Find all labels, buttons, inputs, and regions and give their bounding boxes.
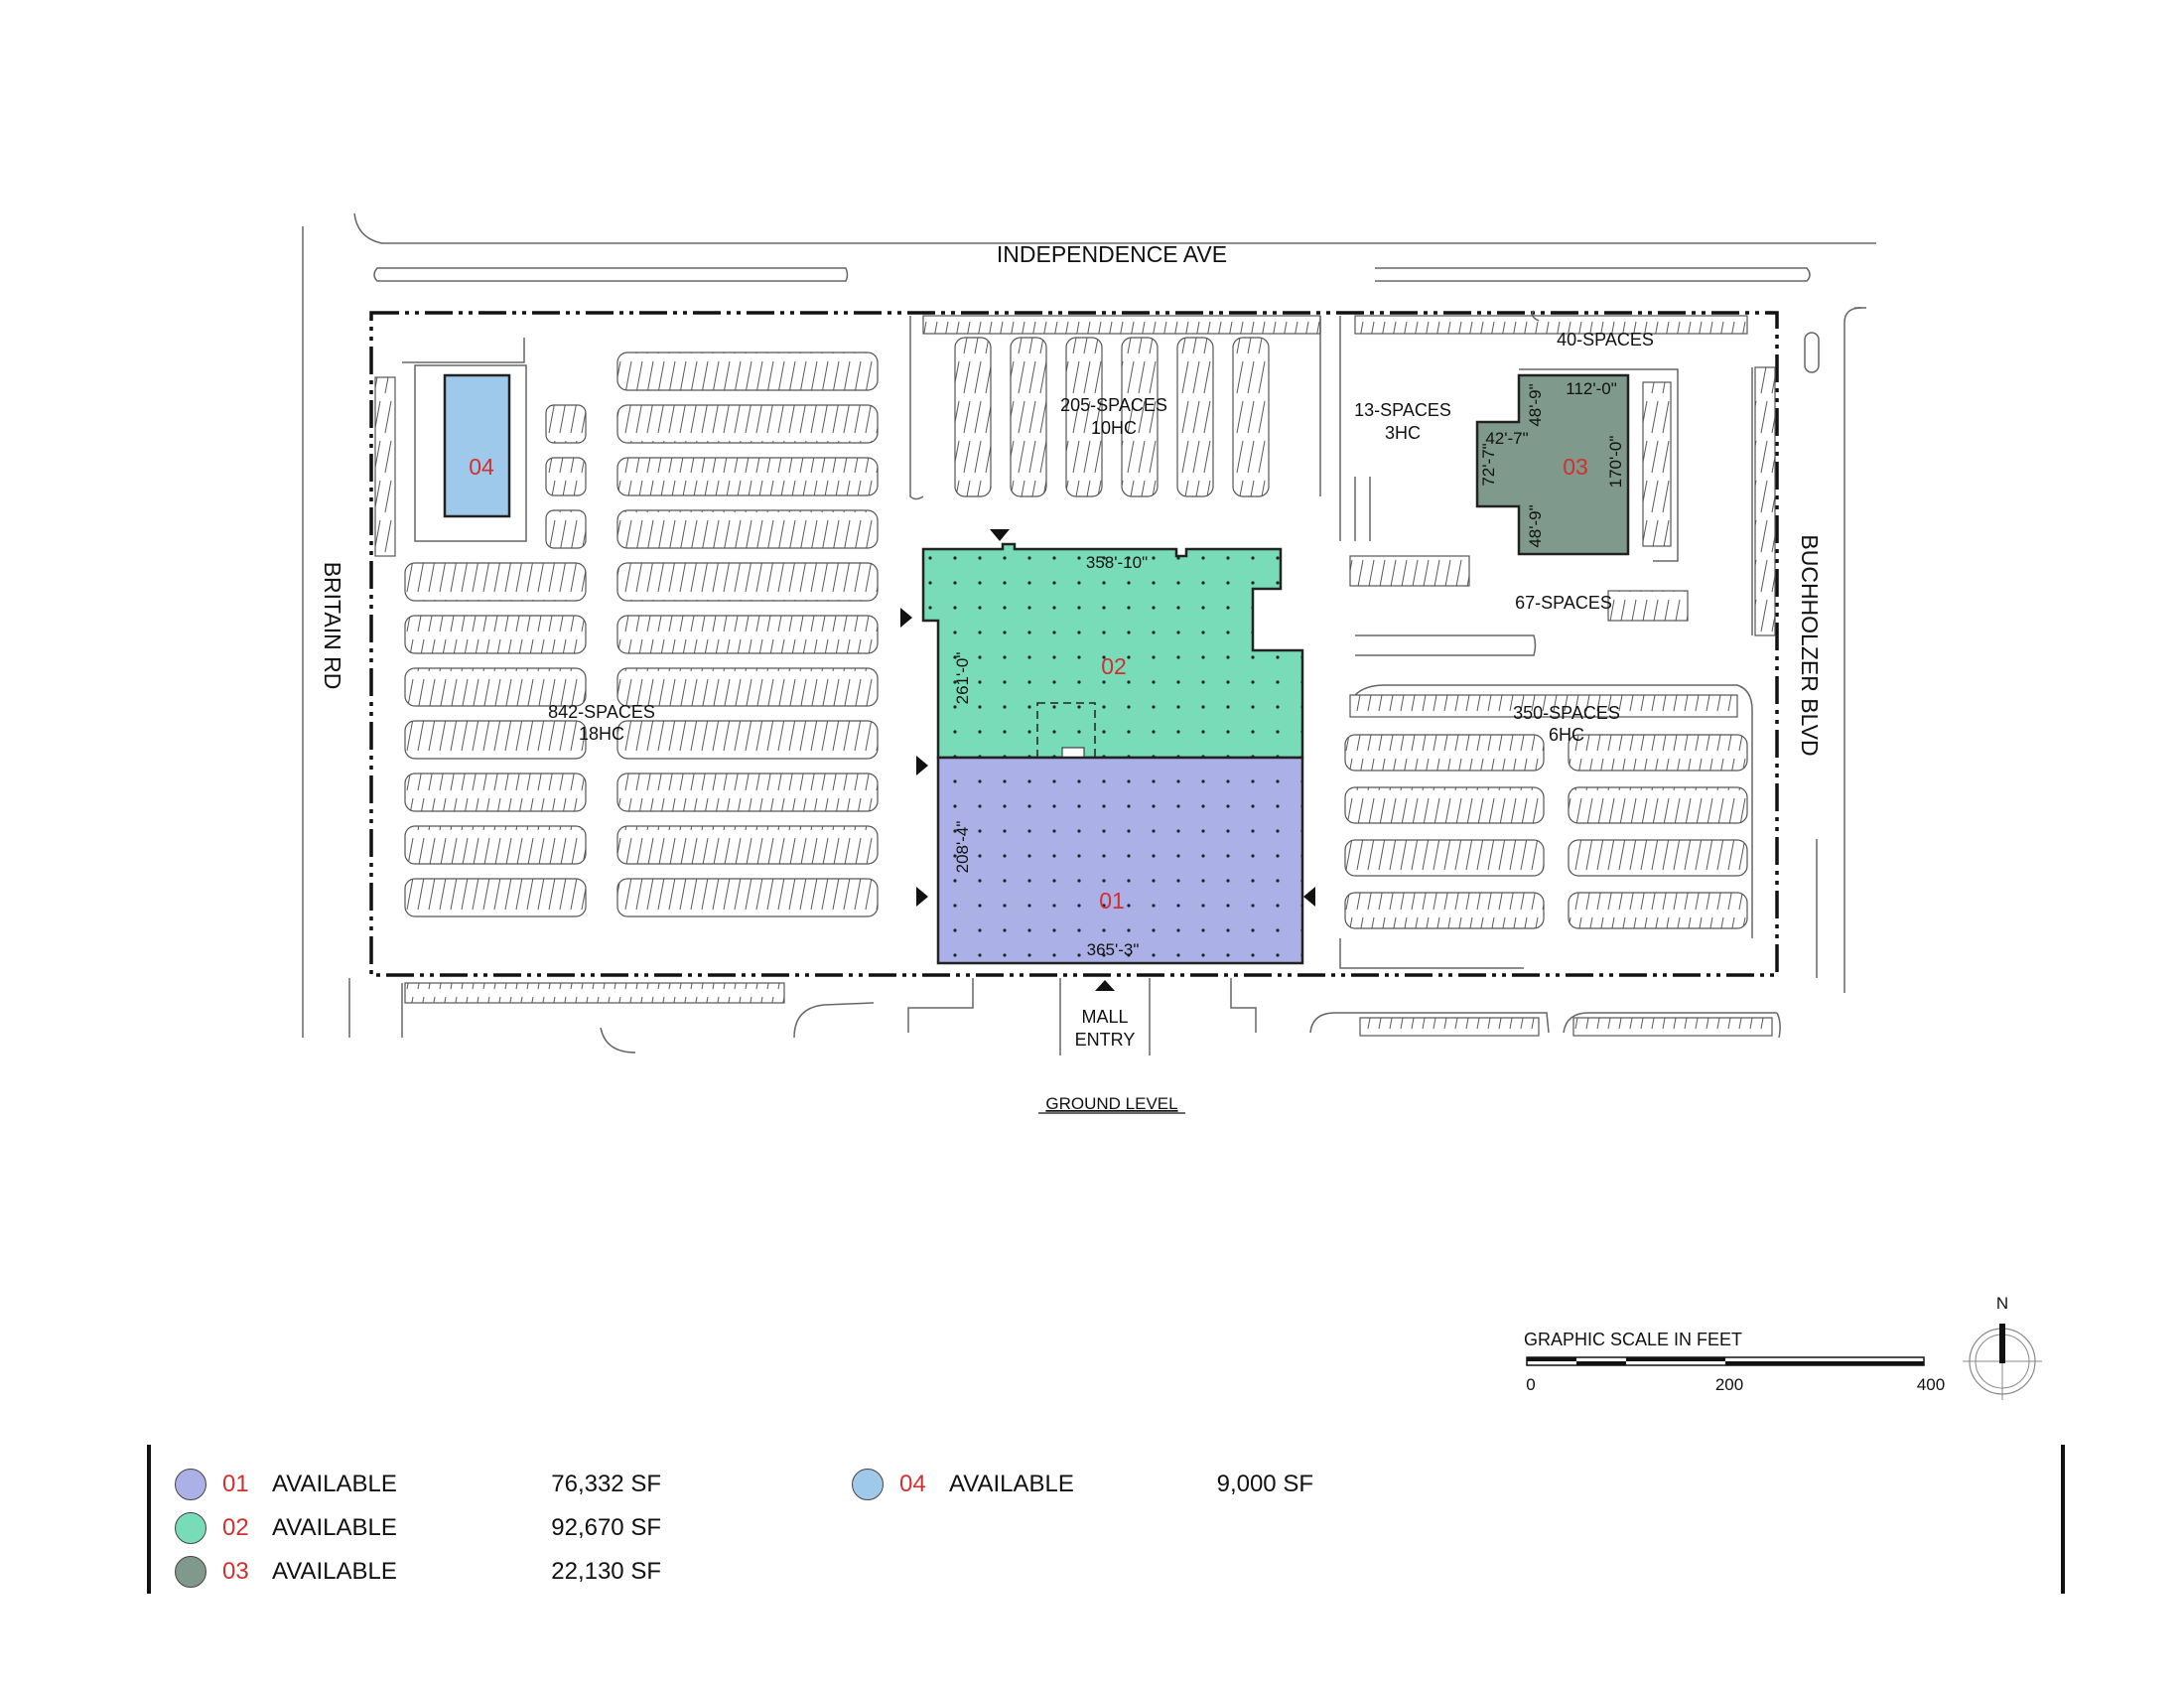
u03-top-dim: 112'-0" [1566, 379, 1617, 398]
legend: 01 AVAILABLE 76,332 SF 02 AVAILABLE 92,6… [147, 1445, 2065, 1594]
north-lot-stalls [922, 315, 1748, 497]
u02-width-dim: 358'-10" [1086, 553, 1148, 572]
arrow-west-3-icon [916, 887, 928, 907]
legend-status-01: AVAILABLE [272, 1471, 397, 1497]
legend-swatch-02 [175, 1512, 206, 1544]
unit-03-code: 03 [1563, 454, 1588, 480]
legend-status-02: AVAILABLE [272, 1514, 397, 1541]
legend-swatch-03 [175, 1556, 206, 1588]
legend-swatch-01 [175, 1469, 206, 1500]
parking-13-spaces: 13-SPACES [1354, 400, 1451, 420]
unit-03-footprint [1475, 373, 1630, 556]
unit-01-code: 01 [1099, 888, 1125, 914]
west-lot-stalls [374, 351, 879, 1004]
street-independence-ave: INDEPENDENCE AVE [997, 241, 1227, 267]
graphic-scale: GRAPHIC SCALE IN FEET 0 200 400 [1524, 1330, 1945, 1394]
legend-area-02: 92,670 SF [551, 1514, 661, 1541]
unit-04-code: 04 [469, 454, 494, 480]
plan-title: GROUND LEVEL [1045, 1094, 1177, 1113]
mall-entry-line1: MALL [1081, 1007, 1128, 1027]
arrow-west-2-icon [916, 756, 928, 775]
scale-title: GRAPHIC SCALE IN FEET [1524, 1330, 1742, 1349]
legend-swatch-04 [852, 1469, 884, 1500]
parking-842-hc: 18HC [579, 724, 624, 744]
property-boundary [369, 311, 1779, 977]
parking-67-spaces: 67-SPACES [1515, 593, 1612, 613]
parking-205-hc: 10HC [1091, 418, 1137, 438]
arrow-west-1-icon [900, 608, 912, 628]
legend-row-04: 04 AVAILABLE 9,000 SF [852, 1465, 1328, 1504]
legend-area-04: 9,000 SF [1216, 1471, 1313, 1497]
parking-205-spaces: 205-SPACES [1060, 395, 1167, 415]
u03-step-dim: 42'-7" [1485, 429, 1528, 448]
parking-842-spaces: 842-SPACES [548, 702, 655, 722]
unit-01 [936, 756, 1304, 965]
legend-area-01: 76,332 SF [551, 1471, 661, 1497]
legend-area-03: 22,130 SF [551, 1558, 661, 1585]
legend-code-03: 03 [222, 1558, 249, 1585]
parking-350-spaces: 350-SPACES [1513, 703, 1620, 723]
u03-upper-dim: 48'-9" [1526, 383, 1545, 426]
entry-arrows [900, 529, 1315, 991]
u03-lower-dim: 48'-9" [1526, 504, 1545, 547]
roads [302, 212, 1876, 1055]
east-lot-stalls [1344, 366, 1776, 1037]
scale-tick-400: 400 [1917, 1375, 1945, 1394]
arrow-north-icon [990, 529, 1010, 541]
parking-350-hc: 6HC [1549, 725, 1584, 745]
parking-labels: 842-SPACES 18HC 205-SPACES 10HC 13-SPACE… [548, 330, 1654, 745]
north-arrow-icon: N [1963, 1294, 2042, 1400]
legend-status-04: AVAILABLE [949, 1471, 1074, 1497]
legend-status-03: AVAILABLE [272, 1558, 397, 1585]
legend-code-04: 04 [899, 1471, 926, 1497]
legend-row-02: 02 AVAILABLE 92,670 SF [175, 1508, 661, 1548]
dimension-labels: 358'-10" 261'-0" 208'-4" 365'-3" 112'-0"… [953, 379, 1625, 959]
mall-entry-line2: ENTRY [1075, 1030, 1136, 1050]
legend-code-02: 02 [222, 1514, 249, 1541]
unit-04-footprint [443, 373, 511, 518]
parking-40-spaces: 40-SPACES [1557, 330, 1654, 350]
street-buchholzer-blvd: BUCHHOLZER BLVD [1797, 534, 1823, 756]
scale-tick-0: 0 [1526, 1375, 1535, 1394]
street-britain-rd: BRITAIN RD [320, 562, 345, 690]
unit-codes: 04 02 01 03 [469, 454, 1588, 914]
u03-left-dim: 72'-7" [1479, 443, 1498, 486]
arrow-mall-entry-icon [1095, 980, 1115, 991]
parking-13-hc: 3HC [1385, 423, 1421, 443]
arrow-east-icon [1303, 887, 1315, 907]
north-label: N [1996, 1294, 2008, 1313]
legend-row-01: 01 AVAILABLE 76,332 SF [175, 1465, 661, 1504]
scale-tick-200: 200 [1715, 1375, 1743, 1394]
legend-code-01: 01 [222, 1471, 249, 1497]
parking-lots [401, 310, 1781, 1054]
legend-row-03: 03 AVAILABLE 22,130 SF [175, 1552, 661, 1592]
u01-width-dim: 365'-3" [1087, 940, 1140, 959]
unit-02-code: 02 [1101, 653, 1127, 679]
u03-right-dim: 170'-0" [1606, 436, 1625, 489]
u02-depth-dim: 261'-0" [953, 652, 972, 705]
u01-depth-dim: 208'-4" [953, 821, 972, 874]
